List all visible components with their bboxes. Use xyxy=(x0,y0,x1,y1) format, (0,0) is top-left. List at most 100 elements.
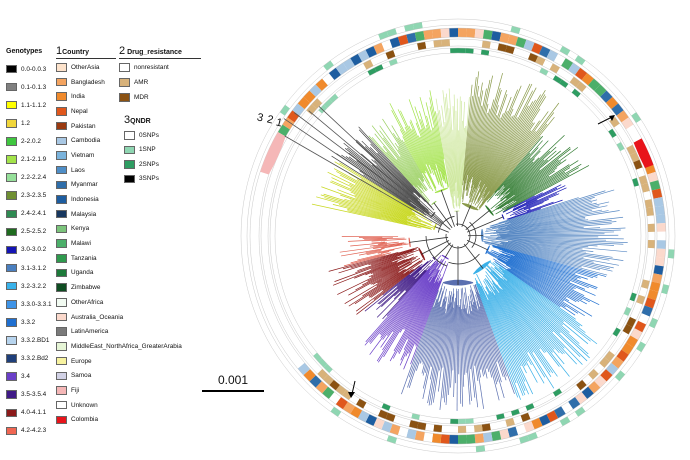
tree-branch xyxy=(397,149,427,191)
tree-branch xyxy=(456,305,458,411)
tree-branch xyxy=(503,279,561,334)
qndr-ring-segment xyxy=(426,416,436,423)
tree-branch xyxy=(483,280,532,366)
qndr-ring-segment xyxy=(458,48,466,54)
genotype-ring-segment xyxy=(551,420,563,431)
tree-branch xyxy=(350,248,415,269)
country-item-swatch xyxy=(56,268,67,278)
genotype-ring-segment xyxy=(663,275,672,286)
country-ring-segment xyxy=(647,171,659,183)
genotype-item-label: 1.2 xyxy=(21,119,30,127)
tree-branch xyxy=(350,199,427,226)
tree-branch xyxy=(329,181,432,225)
genotype-ring-segment xyxy=(323,60,334,71)
country-item-label: Myanmar xyxy=(71,181,98,189)
qndr-ring-segment xyxy=(335,374,345,384)
country-item-swatch xyxy=(56,312,67,322)
country-ring-segment xyxy=(440,434,450,444)
tree-branch xyxy=(499,227,626,235)
tree-branch xyxy=(369,243,387,247)
tree-branch xyxy=(459,101,465,201)
tree-branch xyxy=(347,208,408,225)
genotype-ring-segment xyxy=(589,65,600,77)
tree-branch xyxy=(500,234,619,237)
tree-branch xyxy=(334,256,402,282)
tree-branch xyxy=(358,250,381,256)
tree-branches xyxy=(283,71,628,411)
genotype-item-label: 2.3-2.3.5 xyxy=(21,192,47,200)
tree-branch xyxy=(474,284,515,395)
tree-branch xyxy=(399,274,442,366)
country-ring-segment xyxy=(641,305,653,317)
qndr-item-swatch xyxy=(124,174,135,183)
genotype-item-label: 3.5-3.5.4 xyxy=(21,391,47,399)
tree-branch xyxy=(422,306,441,376)
qndr-ring-segment xyxy=(295,135,304,145)
qndr-ring-segment xyxy=(608,128,617,138)
tree-branch xyxy=(514,255,581,279)
tree-branch xyxy=(381,276,414,307)
tree-branch xyxy=(482,240,614,269)
genotype-ring-segment xyxy=(559,416,571,427)
tree-branch xyxy=(453,288,457,397)
tree-branch xyxy=(369,147,421,198)
tree-branch xyxy=(476,280,526,396)
tree-branch xyxy=(421,286,446,374)
drug-item-label: nonresistant xyxy=(134,64,169,71)
qndr-ring-segment xyxy=(411,52,420,59)
drug-resistance-ring-segment xyxy=(609,344,620,356)
drug-resistance-ring-segment xyxy=(645,255,654,265)
tree-branch xyxy=(509,258,576,289)
qndr-ring-segment xyxy=(636,270,643,279)
tree-branch xyxy=(354,253,414,279)
tree-branch xyxy=(496,244,601,271)
genotype-ring-segment xyxy=(665,195,673,206)
genotype-ring-segment xyxy=(274,112,285,123)
genotype-item-swatch xyxy=(6,300,17,309)
tree-branch xyxy=(493,226,584,234)
tree-branch xyxy=(439,304,450,371)
country-ring-segment xyxy=(365,45,378,58)
genotype-item-3-2-3-2-2: 3.2-3.2.2 xyxy=(6,277,56,295)
drug-item-label: AMR xyxy=(134,79,149,86)
drug-resistance-ring-segment xyxy=(644,199,653,209)
tree-branch xyxy=(485,210,620,233)
tree-branch xyxy=(525,187,567,207)
tree-branch xyxy=(404,269,426,291)
tree-branch xyxy=(370,255,407,270)
tree-branch xyxy=(497,258,570,302)
tree-branch xyxy=(494,289,551,373)
genotype-item-3-4: 3.4 xyxy=(6,368,56,386)
tree-branch xyxy=(467,313,475,366)
country-ring-segment xyxy=(546,410,559,423)
tree-branch xyxy=(484,223,612,235)
tree-branch xyxy=(438,110,453,199)
genotype-item-3-3-2: 3.3.2 xyxy=(6,313,56,331)
country-item-otherasia: OtherAsia xyxy=(56,60,216,75)
country-item-malawi: Malawi xyxy=(56,236,216,251)
tree-branch xyxy=(509,150,551,189)
country-item-europe: Europe xyxy=(56,354,216,369)
tree-branch xyxy=(400,110,437,189)
backbone-branch xyxy=(466,239,489,251)
drug-resistance-ring-segment xyxy=(527,52,539,63)
tree-branch xyxy=(509,159,548,193)
drug-resistance-ring-segment xyxy=(458,39,467,47)
drug-resistance-ring-segment xyxy=(593,98,605,109)
country-ring-segment xyxy=(649,281,661,292)
tree-branch xyxy=(492,246,594,279)
genotype-ring-segment xyxy=(658,168,668,180)
tree-branch xyxy=(419,302,439,364)
tree-branch xyxy=(392,280,429,333)
qndr-ring-segment xyxy=(636,193,643,202)
country-ring-border xyxy=(258,36,658,436)
tree-branch xyxy=(426,115,444,182)
tree-branch xyxy=(466,103,489,196)
tree-branch xyxy=(490,233,605,236)
genotype-ring-segment xyxy=(640,333,651,345)
drug-resistance-ring-border xyxy=(260,38,656,434)
country-ring-segment xyxy=(389,423,401,436)
drug-resistance-ring-segment xyxy=(409,43,419,52)
tree-branch xyxy=(354,260,421,305)
